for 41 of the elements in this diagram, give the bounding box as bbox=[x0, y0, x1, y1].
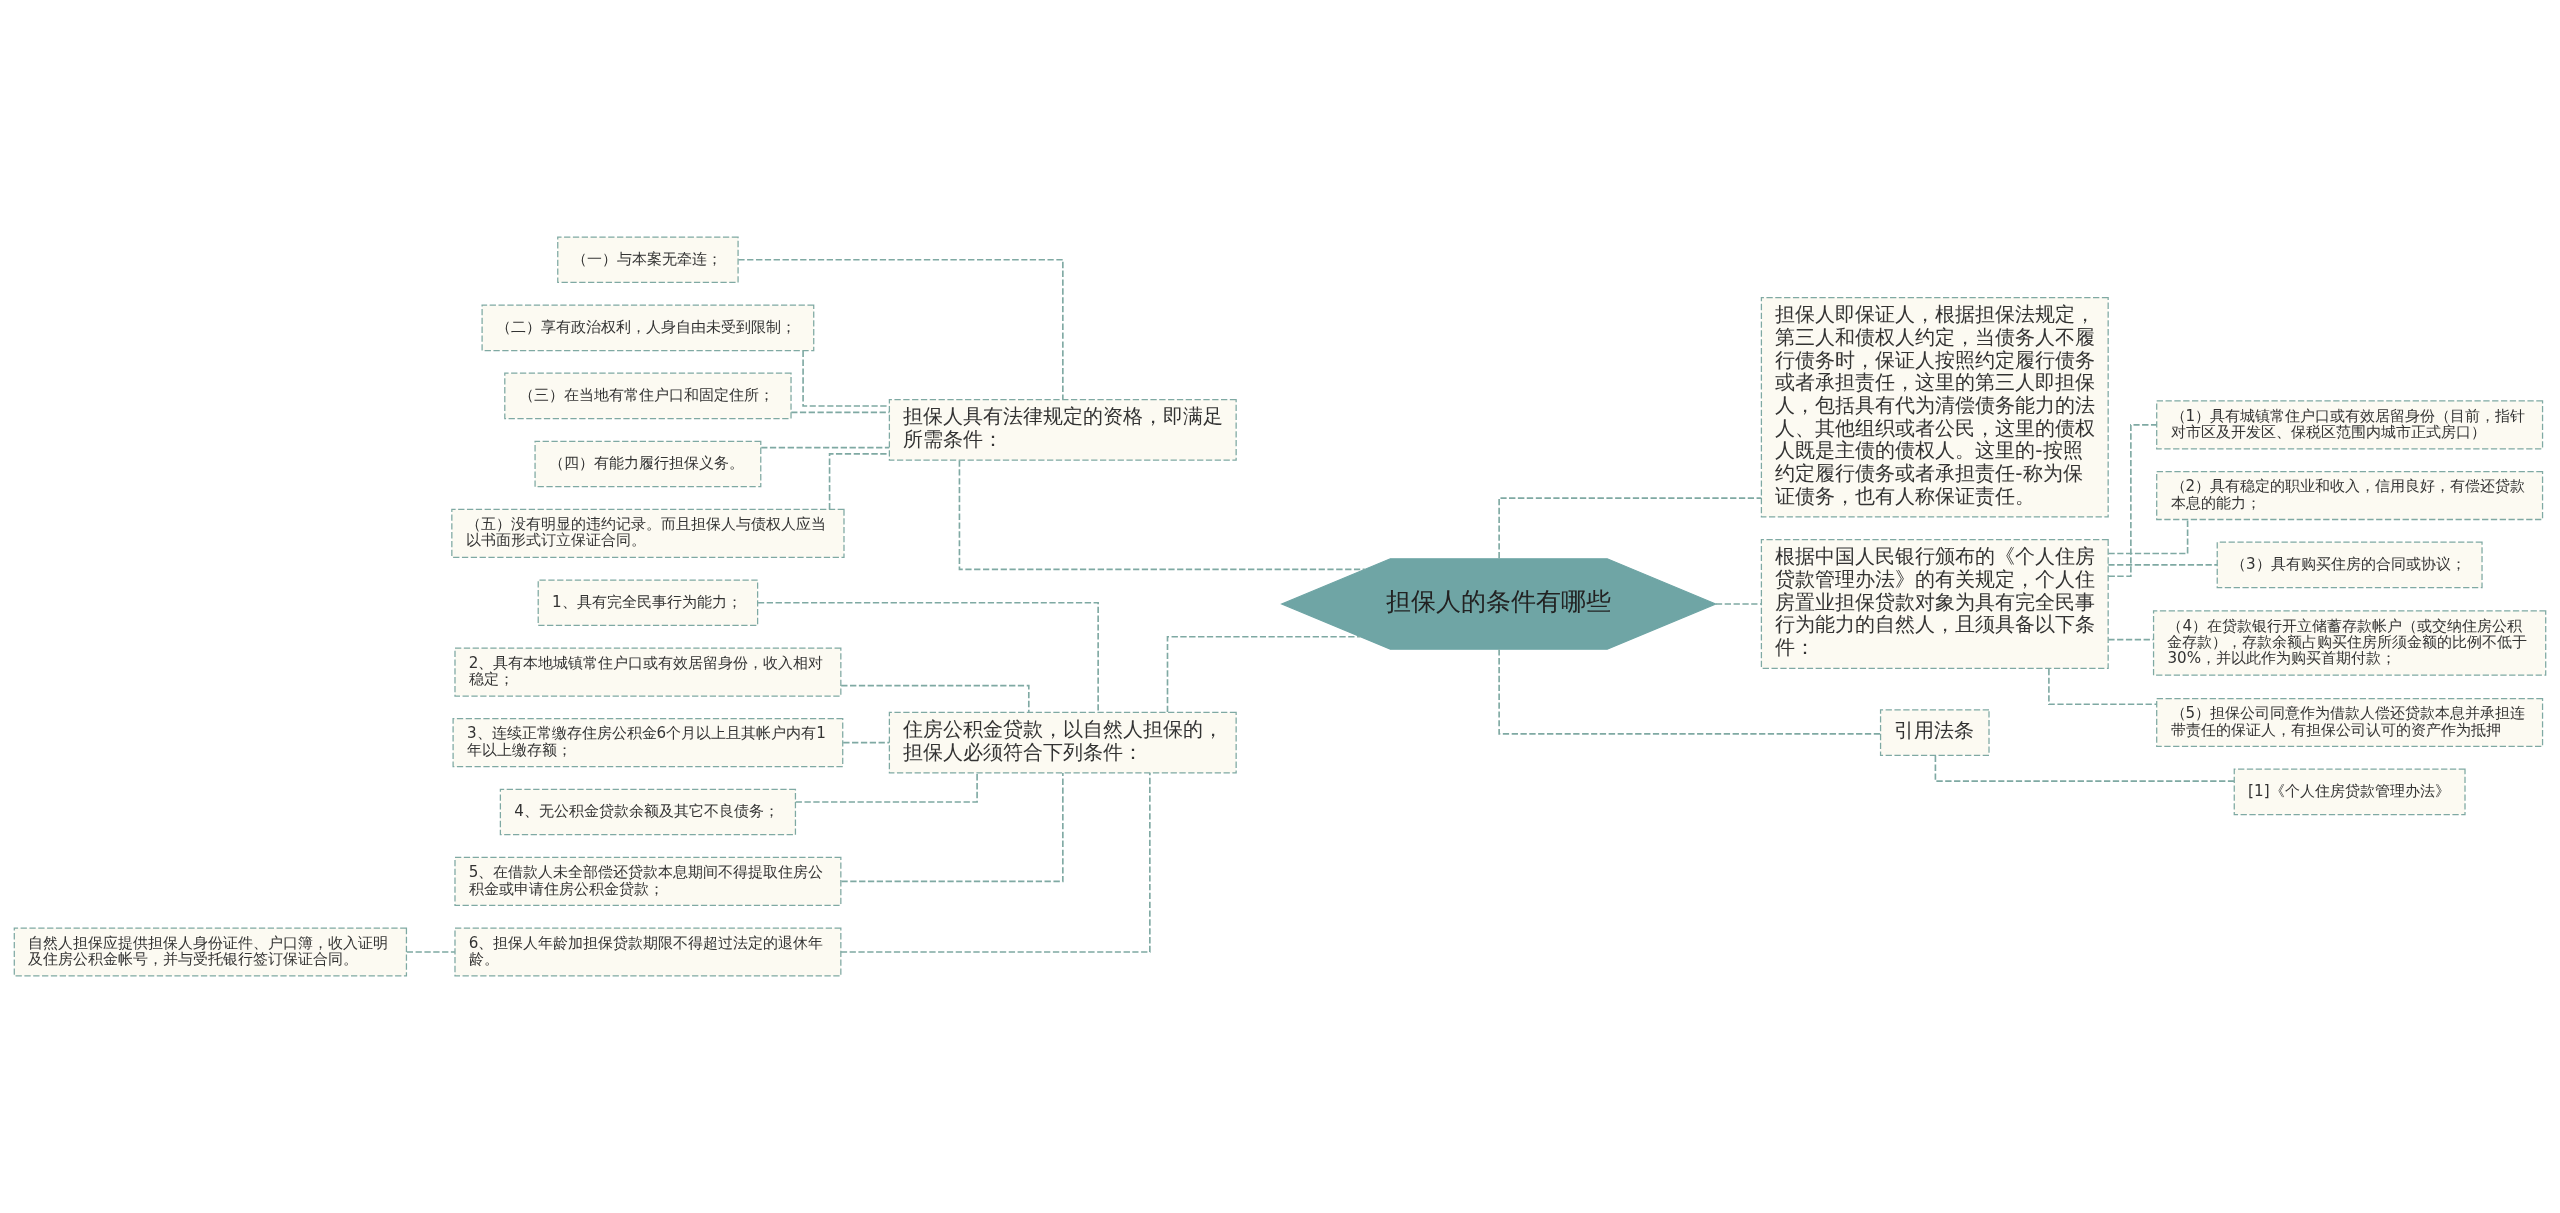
node-box: 担保人即保证人，根据担保法规定，第三人和债权人约定，当债务人不履行债务时，保证人按照约定履行债务或者承担责任，这里的第三人即担保人，包括具有代为清偿债务能力的法人、其他组织或者公民，这里的债权人既是主债的债权人。这里的-按照约定履行债务或者承担责任-称为保证债务，也有人称保证责任。 bbox=[1760, 296, 2109, 518]
connector bbox=[2048, 667, 2158, 706]
node-box: （四）有能力履行担保义务。 bbox=[534, 440, 762, 488]
node-box: （3）具有购买住房的合同或协议； bbox=[2216, 541, 2483, 589]
connector bbox=[2107, 564, 2218, 566]
connector bbox=[1498, 497, 1763, 560]
node-box: 1、具有完全民事行为能力； bbox=[537, 579, 759, 627]
node-box: 5、在借款人未全部偿还贷款本息期间不得提取住房公积金或申请住房公积金贷款； bbox=[454, 856, 842, 906]
node-box: （一）与本案无牵连； bbox=[557, 236, 739, 284]
connector bbox=[2107, 638, 2155, 641]
node-box: （5）担保公司同意作为借款人偿还贷款本息并承担连带责任的保证人，有担保公司认可的资产作为抵押 bbox=[2156, 697, 2544, 748]
node-box: 引用法条 bbox=[1879, 709, 1990, 756]
node-box: 3、连续正常缴存住房公积金6个月以上且其帐户内有1年以上缴存额； bbox=[452, 718, 844, 768]
node-box: （二）享有政治权利，人身自由未受到限制； bbox=[481, 304, 815, 352]
connector bbox=[828, 453, 890, 510]
node-box: [1]《个人住房贷款管理办法》 bbox=[2233, 768, 2466, 816]
connector bbox=[842, 741, 890, 744]
node-box: （4）在贷款银行开立储蓄存款帐户（或交纳住房公积金存款），存款余额占购买住房所须金额的比例不低于30%，并以此作为购买首期付款； bbox=[2152, 610, 2547, 676]
node-box: 自然人担保应提供担保人身份证件、户口簿，收入证明及住房公积金帐号，并与受托银行签订保证合同。 bbox=[13, 927, 408, 977]
node-box: 根据中国人民银行颁布的《个人住房贷款管理办法》的有关规定，个人住房置业担保贷款对象为具有完全民事行为能力的自然人，且须具备以下条件： bbox=[1760, 539, 2109, 669]
node-box: （1）具有城镇常住户口或有效居留身份（目前，指针对市区及开发区、保税区范围内城市正式房口） bbox=[2156, 400, 2544, 450]
connector bbox=[1715, 603, 1762, 605]
node-box: 6、担保人年龄加担保贷款期限不得超过法定的退休年龄。 bbox=[454, 927, 842, 977]
connector bbox=[840, 772, 1151, 953]
connector bbox=[958, 459, 1366, 571]
connector bbox=[737, 258, 1064, 401]
connector bbox=[405, 951, 456, 953]
connector bbox=[1166, 635, 1362, 713]
node-box: （五）没有明显的违约记录。而且担保人与债权人应当以书面形式订立保证合同。 bbox=[451, 508, 845, 558]
node-box: 4、无公积金贷款余额及其它不良债务； bbox=[499, 788, 797, 836]
node-box: 住房公积金贷款，以自然人担保的，担保人必须符合下列条件： bbox=[888, 711, 1237, 774]
node-box: （三）在当地有常住户口和固定住所； bbox=[504, 372, 792, 420]
connector bbox=[1498, 648, 1882, 735]
node-box: （2）具有稳定的职业和收入，信用良好，有偿还贷款本息的能力； bbox=[2156, 470, 2544, 521]
node-box: 2、具有本地城镇常住户口或有效居留身份，收入相对稳定； bbox=[454, 647, 842, 697]
connector bbox=[790, 411, 891, 414]
connector bbox=[760, 446, 890, 449]
connector bbox=[840, 772, 1064, 883]
connector bbox=[2107, 518, 2189, 555]
node-box: 担保人具有法律规定的资格，即满足所需条件： bbox=[888, 399, 1237, 461]
connector bbox=[757, 601, 1099, 714]
